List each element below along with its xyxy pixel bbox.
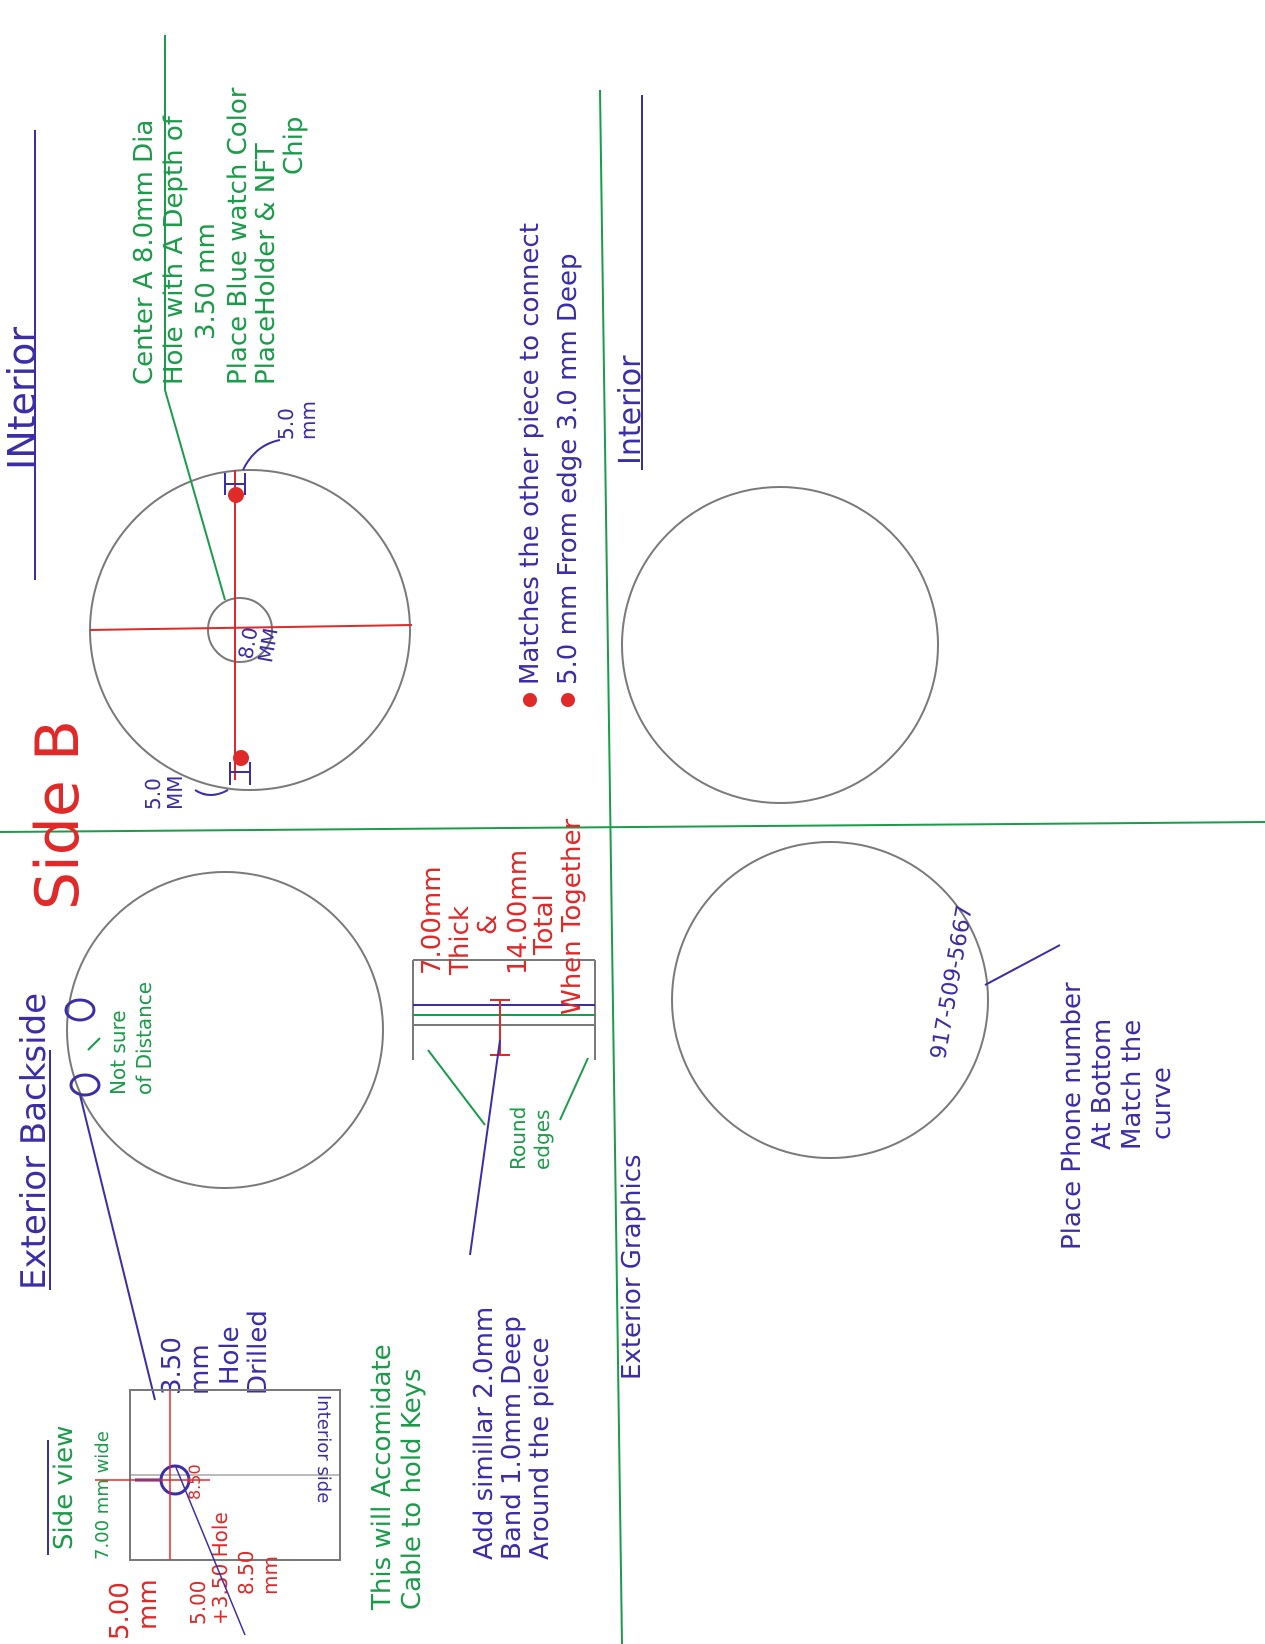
side-view-dim-hole: 5.00 +3.50 Hole 8.50 mm — [186, 1506, 282, 1625]
side-view-wide: 7.00 mm wide — [92, 1431, 113, 1560]
dimension-bracket-top — [224, 473, 246, 495]
from-edge-note: 5.0 mm From edge 3.0 mm Deep — [553, 253, 583, 685]
exterior-graphics-label: Exterior Graphics — [617, 1154, 647, 1380]
phone-number: 917-509-5667 — [926, 903, 978, 1061]
bullet-red-2 — [561, 693, 575, 707]
cable-note: This will Accomidate Cable to hold Keys — [367, 1336, 427, 1611]
dim-5mm-right-leader — [242, 439, 281, 471]
center-hole-leader — [164, 389, 226, 601]
center-hole — [207, 597, 273, 663]
dim-5mm-right-label: 5.0 mm — [274, 401, 320, 440]
exterior-backside-label: Exterior Backside — [14, 993, 54, 1290]
interior-disc-bottom — [621, 486, 939, 804]
dim-8mm-label: 8.0 MM — [233, 619, 283, 664]
center-line-horizontal — [89, 624, 413, 631]
hole-drilled-leader — [79, 1094, 156, 1401]
side-view-dim-850: 8.50 — [185, 1464, 204, 1500]
key-hole-slot-2 — [69, 1073, 101, 1097]
horizontal-divider — [0, 821, 1265, 833]
not-sure-arrow — [87, 1037, 101, 1051]
dim-5mm-left-label: 5.0 MM — [141, 772, 187, 810]
add-band-leader — [469, 1039, 501, 1256]
matches-note: Matches the other piece to connect — [515, 223, 545, 685]
dim-5mm-left-leader — [194, 789, 229, 796]
pin-dot-bottom — [233, 750, 249, 766]
phone-number-leader — [984, 944, 1061, 986]
vertical-divider — [599, 89, 623, 1644]
side-view-dim-500: 5.00 mm — [105, 1574, 163, 1640]
interior-bottom-label: Interior — [613, 355, 648, 465]
interior-top-label: INterior — [0, 327, 44, 470]
exterior-disc-top — [66, 871, 384, 1189]
dimension-bracket-bottom — [229, 762, 251, 785]
side-view-title: Side view — [49, 1426, 79, 1550]
side-title: Side B — [23, 720, 93, 910]
center-hole-note: Center A 8.0mm Dia Hole with A Depth of … — [129, 79, 309, 385]
side-view-interior-side: Interior side — [313, 1395, 334, 1503]
pin-dot-top — [228, 487, 244, 503]
key-hole-slot-1 — [64, 998, 96, 1022]
hole-drilled-note: 3.50 mm Hole Drilled — [157, 1310, 273, 1395]
thickness-note: 7.00mm Thick & 14.00mm Total When Togeth… — [417, 819, 587, 1015]
bullet-red-1 — [523, 693, 537, 707]
phone-note: Place Phone number At Bottom Match the c… — [1057, 974, 1177, 1250]
add-band-note: Add simillar 2.0mm Band 1.0mm Deep Aroun… — [469, 1298, 555, 1560]
not-sure-note: Not sure of Distance — [106, 982, 156, 1095]
round-edges-arrows — [427, 1049, 589, 1126]
exterior-disc-bottom — [671, 841, 989, 1159]
round-edges-note: Round edges — [506, 1100, 554, 1170]
side-view-leader — [174, 1464, 246, 1636]
